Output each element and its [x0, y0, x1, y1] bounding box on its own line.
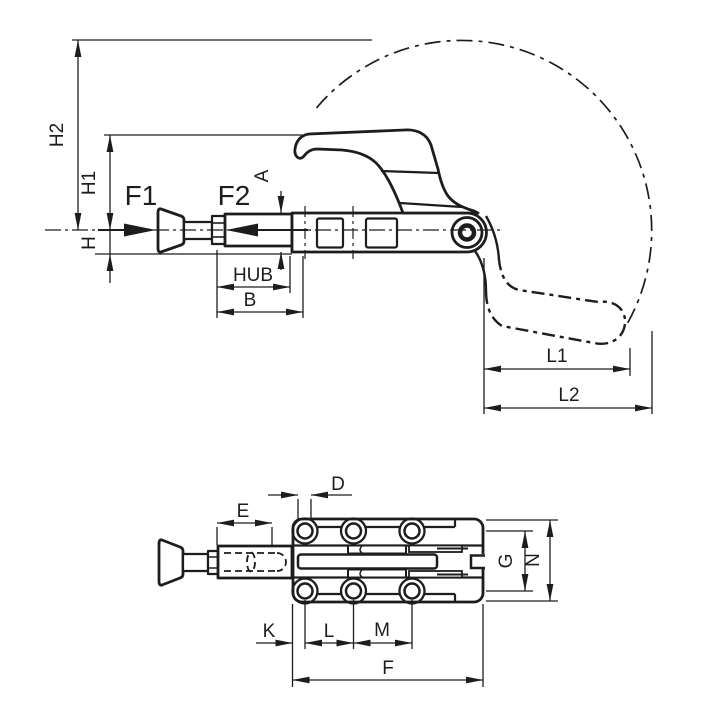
- break-line: [359, 569, 363, 578]
- dim-label-l2: L2: [558, 385, 579, 406]
- mounting-holes: [296, 522, 421, 600]
- dim-f: F: [292, 658, 483, 684]
- dim-l2: L2: [484, 385, 652, 412]
- dim-label-l: L: [324, 621, 335, 642]
- force-label-f2: F2: [218, 180, 251, 211]
- dim-h1: H1: [79, 135, 114, 283]
- dim-h2: H2: [47, 40, 82, 230]
- dim-e: E: [217, 501, 272, 527]
- hex-nut-plan: [206, 549, 220, 576]
- dim-label-d: D: [331, 474, 345, 495]
- dim-n: N: [523, 520, 554, 601]
- handle-swing-arc: [315, 39, 653, 326]
- dim-m: M: [353, 620, 412, 647]
- side-view: F1 F2 H2 H1 H: [45, 39, 653, 414]
- dim-l1: L1: [484, 346, 630, 373]
- guide-block: [347, 568, 407, 579]
- dim-l: L: [305, 621, 354, 647]
- dim-label-g: G: [496, 554, 517, 569]
- dim-label-k: K: [263, 621, 276, 642]
- force-label-f1: F1: [125, 180, 158, 211]
- plan-view: D E G N K: [157, 474, 558, 687]
- dim-a: A: [252, 169, 285, 270]
- dim-g: G: [496, 531, 529, 591]
- handle-closed-position: [474, 215, 627, 346]
- dim-b: B: [217, 290, 303, 316]
- dim-hub: HUB: [217, 265, 290, 291]
- dim-label-e: E: [237, 501, 250, 522]
- knob-plan: [157, 538, 185, 587]
- dim-d: D: [268, 474, 352, 499]
- dim-label-f: F: [382, 658, 394, 679]
- dim-label-h1: H1: [79, 171, 100, 195]
- dim-k: K: [256, 621, 293, 647]
- dim-h: H: [79, 236, 114, 271]
- break-line: [359, 545, 363, 554]
- dim-label-m: M: [374, 620, 390, 641]
- plate-edge-recess: [318, 519, 457, 602]
- dim-label-h2: H2: [47, 123, 68, 147]
- bar-slot: [364, 217, 399, 249]
- handle-joint-line: [399, 201, 463, 209]
- force-f2-arrow: [226, 223, 308, 237]
- dim-label-b: B: [244, 290, 257, 311]
- dim-label-h: H: [79, 236, 100, 250]
- knob-side: [156, 207, 186, 254]
- bar-slot: [315, 217, 345, 249]
- guide-block: [347, 544, 407, 555]
- slide-bar: [296, 553, 439, 570]
- dim-label-l1: L1: [546, 346, 567, 367]
- dim-label-hub: HUB: [233, 265, 273, 286]
- push-rod-plan: [181, 552, 210, 573]
- clevis-notch: [469, 554, 485, 570]
- force-f1-arrow: [98, 223, 156, 237]
- pivot-pin: [457, 223, 477, 242]
- hidden-rod-lines: [224, 551, 287, 573]
- dim-label-n: N: [523, 553, 544, 567]
- handle-joint-line: [380, 169, 440, 175]
- dim-label-a: A: [252, 169, 273, 182]
